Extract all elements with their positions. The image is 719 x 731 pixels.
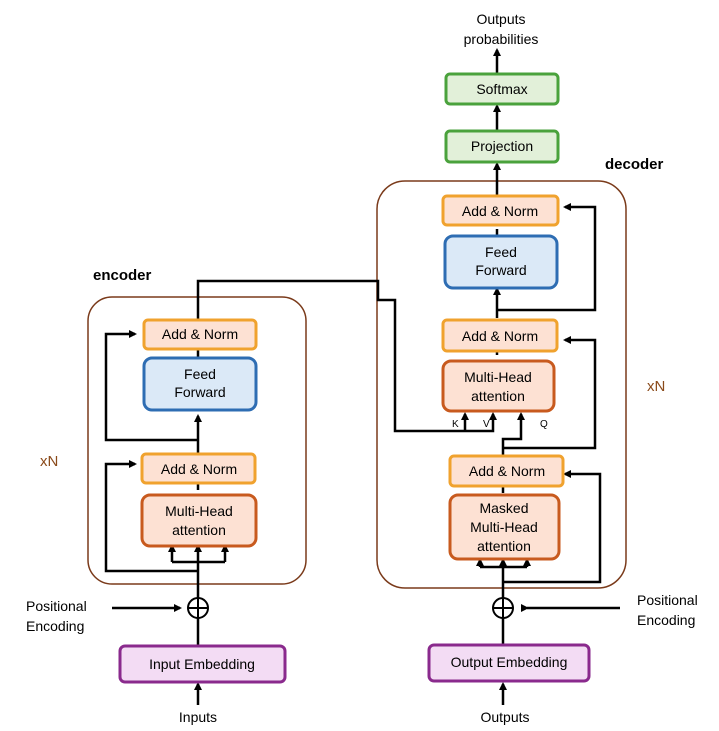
outputs-label: Outputs [480,709,529,725]
encoder-title: encoder [93,267,152,284]
encoder-multi-head-attention: Multi-Head attention [140,493,258,548]
output-embedding: Output Embedding [427,643,591,683]
svg-text:Add & Norm: Add & Norm [462,328,538,344]
output-probabilities-label-2: probabilities [464,31,539,47]
encoder-positional-adder [187,597,209,619]
projection-layer: Projection [444,129,560,164]
svg-text:Multi-Head: Multi-Head [464,369,532,385]
svg-text:attention: attention [471,388,525,404]
key-label: K [452,419,459,430]
svg-text:Add & Norm: Add & Norm [462,203,538,219]
svg-text:Forward: Forward [475,262,526,278]
decoder-masked-attention: Masked Multi-Head attention [448,493,561,561]
encoder-positional-label-2: Encoding [26,618,84,634]
encoder-positional-label: Positional [26,598,87,614]
value-label: V [483,419,490,430]
svg-text:Feed: Feed [485,244,517,260]
svg-text:Forward: Forward [174,384,225,400]
decoder-repeat-label: xN [647,378,665,395]
svg-text:Softmax: Softmax [476,81,527,97]
svg-text:Multi-Head: Multi-Head [165,503,233,519]
decoder-feed-forward: Feed Forward [443,234,559,290]
svg-text:Masked: Masked [479,500,528,516]
decoder-positional-adder [492,597,514,619]
svg-text:Projection: Projection [471,138,533,154]
encoder-add-norm-bottom: Add & Norm [140,452,257,485]
connectors [104,48,620,705]
decoder-positional-label: Positional [637,592,698,608]
decoder-add-norm-middle: Add & Norm [441,318,559,353]
svg-text:Add & Norm: Add & Norm [162,326,238,342]
svg-text:Add & Norm: Add & Norm [469,463,545,479]
decoder-container [376,180,627,589]
svg-text:attention: attention [172,522,226,538]
decoder-cross-attention: Multi-Head attention [441,359,556,413]
svg-text:Add & Norm: Add & Norm [161,461,237,477]
input-embedding: Input Embedding [118,644,287,684]
svg-text:Multi-Head: Multi-Head [470,519,538,535]
output-probabilities-label: Outputs [476,11,525,27]
encoder-feed-forward: Feed Forward [142,356,258,412]
decoder-add-norm-top: Add & Norm [441,194,560,227]
query-label: Q [540,419,548,430]
softmax-layer: Softmax [444,72,560,106]
svg-text:Feed: Feed [184,366,216,382]
encoder-add-norm-top: Add & Norm [142,318,258,351]
svg-text:Input Embedding: Input Embedding [149,656,255,672]
decoder-add-norm-bottom: Add & Norm [448,454,565,488]
svg-text:attention: attention [477,538,531,554]
svg-text:Output Embedding: Output Embedding [451,654,568,670]
decoder-title: decoder [605,156,664,173]
inputs-label: Inputs [179,709,217,725]
decoder-positional-label-2: Encoding [637,612,695,628]
encoder-repeat-label: xN [40,453,58,470]
